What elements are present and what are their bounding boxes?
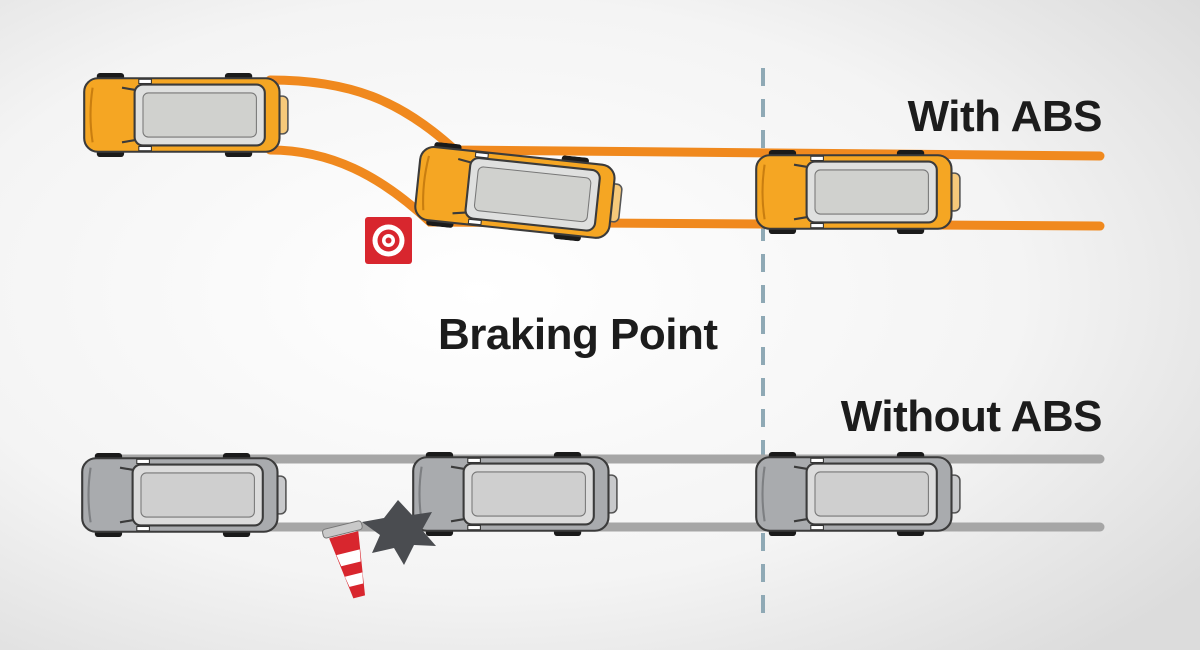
no-abs-car-start [81, 453, 287, 537]
no-abs-car-collision [412, 452, 618, 536]
with-abs-label: With ABS [907, 92, 1103, 141]
collision-burst-icon [362, 500, 436, 565]
without-abs-label: Without ABS [840, 392, 1103, 441]
target-icon [365, 217, 412, 264]
traffic-cone-icon [322, 520, 366, 599]
abs-car-start [83, 73, 289, 157]
no-abs-car-stopped [755, 452, 961, 536]
abs-car-stopped [755, 150, 961, 234]
braking-point-label: Braking Point [438, 310, 718, 359]
abs-track-left [265, 75, 1105, 161]
